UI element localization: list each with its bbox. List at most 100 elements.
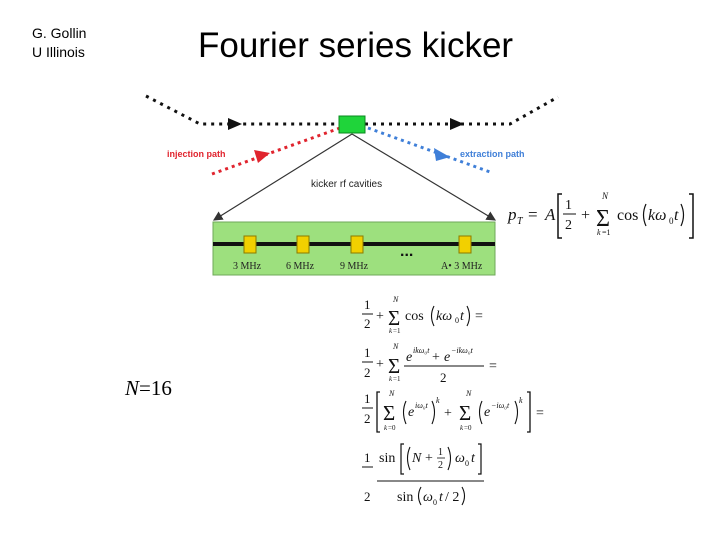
svg-text:+: + [376, 357, 384, 372]
svg-text:1: 1 [438, 447, 443, 458]
svg-text:1: 1 [364, 345, 371, 360]
svg-text:k: k [436, 396, 440, 405]
svg-text:+: + [425, 451, 433, 466]
svg-text:1: 1 [565, 198, 572, 213]
svg-text:+: + [432, 350, 440, 365]
svg-text:A: A [544, 205, 556, 224]
n-variable: N [125, 376, 140, 400]
freq-label-2: 9 MHz [340, 261, 369, 272]
svg-text:N: N [388, 389, 395, 398]
svg-text:kω: kω [648, 207, 666, 224]
svg-text:N: N [601, 191, 609, 201]
cavity-6mhz [296, 235, 310, 254]
equation-step-2: 1 2 + N Σ k =1 e ikω₀t + e −ikω₀t 2 = [362, 342, 497, 385]
fan-line-right [351, 133, 497, 221]
svg-text:−ikω₀t: −ikω₀t [451, 346, 474, 355]
svg-text:1: 1 [364, 297, 371, 312]
svg-text:ikω₀t: ikω₀t [413, 346, 430, 355]
svg-text:k: k [389, 375, 393, 383]
svg-text:t: t [439, 490, 444, 505]
equation-step-4: 1 2 sin N + 1 2 ω 0 t sin ω 0 t / 2 [362, 443, 484, 507]
equation-step-1: 1 2 + N Σ k =1 cos kω 0 t = [362, 295, 483, 335]
svg-text:ω: ω [423, 490, 433, 505]
svg-text:2: 2 [565, 218, 572, 233]
svg-text:kω: kω [436, 309, 452, 324]
svg-text:=0: =0 [388, 424, 396, 432]
svg-text:+: + [376, 309, 384, 324]
incoming-arrow-icon [228, 118, 242, 130]
cavity-9mhz [350, 235, 364, 254]
svg-text:t: t [471, 451, 476, 466]
svg-text:−iω₀t: −iω₀t [491, 401, 510, 410]
freq-label-1: 6 MHz [286, 261, 315, 272]
svg-text:e: e [408, 405, 414, 420]
svg-text:2: 2 [364, 411, 371, 426]
kicker-block [338, 115, 366, 134]
svg-text:=1: =1 [393, 327, 401, 335]
svg-text:Σ: Σ [388, 354, 400, 378]
freq-label-3: A• 3 MHz [441, 261, 483, 272]
svg-text:k: k [597, 228, 601, 237]
equation-step-3: 1 2 N Σ k =0 e iω₀t k + N Σ k =0 e −iω₀t… [362, 389, 544, 433]
svg-text:=0: =0 [464, 424, 472, 432]
svg-text:N: N [465, 389, 472, 398]
svg-text:cos: cos [405, 309, 424, 324]
svg-text:=: = [528, 205, 538, 224]
svg-text:Σ: Σ [459, 401, 471, 425]
outgoing-beam-path [365, 95, 559, 126]
svg-text:0: 0 [669, 216, 674, 226]
extraction-path-label: extraction path [460, 149, 525, 159]
svg-text:2: 2 [364, 365, 371, 380]
svg-text:=: = [536, 406, 544, 421]
svg-text:2: 2 [438, 460, 443, 471]
svg-text:N: N [392, 342, 399, 351]
outgoing-arrow-icon [450, 118, 464, 130]
svg-text:N: N [392, 295, 399, 304]
author-affiliation: U Illinois [32, 44, 85, 60]
svg-text:2: 2 [364, 489, 371, 504]
svg-text:iω₀t: iω₀t [415, 401, 429, 410]
svg-text:p: p [507, 205, 517, 224]
kicker-cavities-label: kicker rf cavities [311, 179, 382, 190]
svg-text:Σ: Σ [383, 401, 395, 425]
cavity-ellipsis: ... [400, 243, 413, 260]
svg-text:k: k [460, 424, 464, 432]
svg-text:=: = [489, 359, 497, 374]
slide-title: Fourier series kicker [198, 26, 514, 65]
author: G. Gollin U Illinois [32, 24, 86, 62]
svg-text:+: + [444, 406, 452, 421]
injection-path-label: injection path [167, 149, 226, 159]
extraction-path-line [367, 126, 491, 174]
svg-text:0: 0 [455, 316, 459, 325]
svg-text:e: e [484, 405, 490, 420]
svg-text:2: 2 [364, 316, 371, 331]
svg-text:k: k [389, 327, 393, 335]
svg-text:e: e [406, 350, 412, 365]
freq-label-0: 3 MHz [233, 261, 262, 272]
n-equals-label: N=16 [125, 376, 172, 401]
fan-line-left [212, 133, 353, 221]
svg-text:Σ: Σ [388, 306, 400, 330]
svg-text:0: 0 [433, 498, 437, 507]
svg-text:=1: =1 [602, 228, 611, 237]
svg-text:N: N [411, 451, 422, 466]
author-name: G. Gollin [32, 25, 87, 41]
svg-text:T: T [517, 216, 524, 227]
svg-text:sin: sin [379, 451, 395, 466]
cavity-a3mhz [458, 235, 472, 254]
svg-text:=: = [475, 309, 483, 324]
injection-path-line [211, 126, 341, 176]
svg-text:1: 1 [364, 391, 371, 406]
extraction-arrow-icon [434, 148, 450, 161]
cavity-3mhz [243, 235, 257, 254]
svg-text:t: t [674, 207, 679, 224]
svg-text:sin: sin [397, 490, 413, 505]
svg-text:1: 1 [364, 450, 371, 465]
svg-text:+: + [581, 207, 590, 224]
svg-text:t: t [460, 309, 465, 324]
svg-text:cos: cos [617, 207, 638, 224]
svg-text:k: k [384, 424, 388, 432]
